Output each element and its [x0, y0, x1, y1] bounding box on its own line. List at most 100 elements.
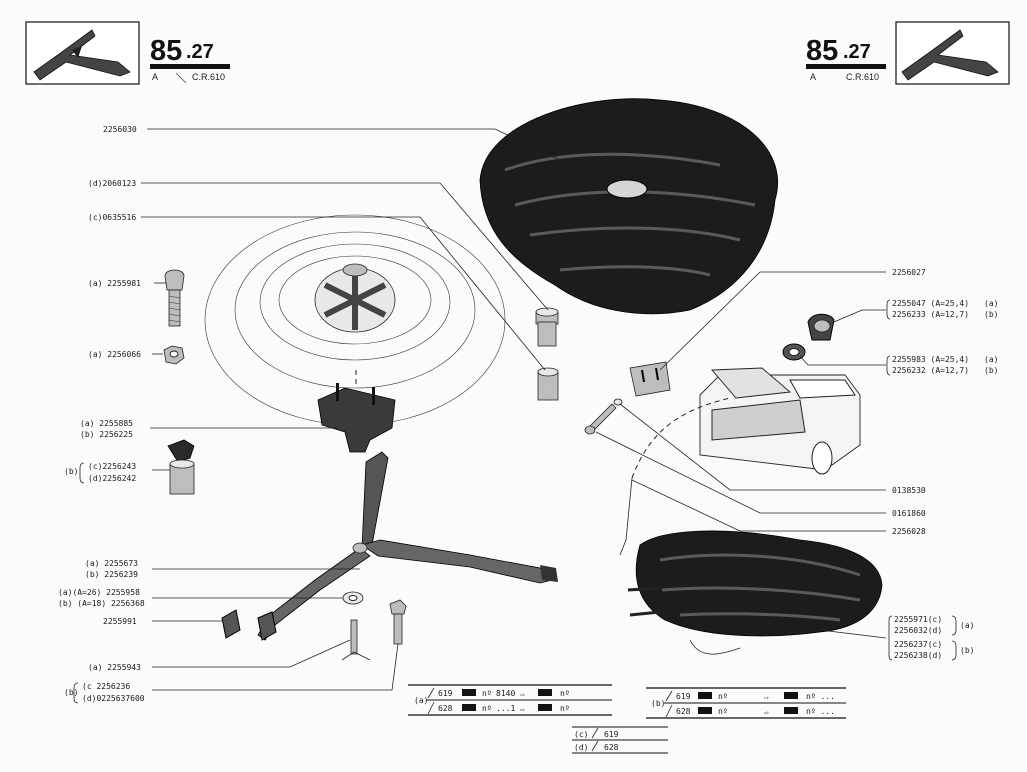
- label-2256233-tag: (b): [984, 310, 998, 319]
- leader-2256028: [631, 479, 886, 532]
- label-0138530: 0138530: [892, 486, 926, 495]
- knob-2255047: [807, 313, 835, 341]
- wheel-bracket-stud-1: [336, 383, 339, 401]
- label-0225637600-d: (d)0225637600: [82, 694, 145, 703]
- leader-2255983: [799, 355, 886, 366]
- rod-2256028-line: [619, 477, 633, 556]
- header-right-code-cr: C.R.610: [846, 72, 879, 82]
- tool-bag-handles: [627, 586, 661, 617]
- table-a-row2-chassis-icon-2: [538, 704, 552, 711]
- table-b-row2-no2: nº ...: [806, 707, 835, 716]
- header-right-number-sub: .27: [843, 41, 871, 63]
- table-cd-c-slash: [591, 727, 599, 739]
- table-b-row1-no2: nº ...: [806, 692, 835, 701]
- wheel-nut-0635516: [537, 367, 559, 401]
- label-2255047-tag: (a): [984, 299, 998, 308]
- pad-2255991: [221, 609, 277, 641]
- label-2256225-b: (b) 2256225: [80, 430, 133, 439]
- tool-bag: [627, 530, 883, 655]
- leader-2255943: [152, 639, 351, 668]
- spare-wheel-rim: [259, 243, 451, 361]
- table-b-row2-arrow-icon: ⇨: [764, 708, 769, 717]
- header-right-number: 85: [806, 35, 838, 67]
- nut-2256066: [163, 345, 185, 365]
- jack-arm-left: [257, 547, 371, 641]
- label-2256236-c: (c 2256236: [82, 682, 130, 691]
- header-right-thumbnail-jack: [901, 29, 999, 81]
- wheel-cover: [479, 98, 779, 315]
- table-a-row1-arrow-icon: ⇨: [520, 690, 525, 699]
- spare-wheel-tyre-inner: [234, 231, 476, 389]
- label-2255971: 2255971(c): [894, 615, 942, 624]
- leader-2256030: [147, 128, 561, 161]
- wheel-cover-body: [479, 98, 779, 315]
- tool-bag-strings: [689, 639, 741, 655]
- spare-wheel-center: [342, 263, 368, 277]
- label-2256027: 2256027: [892, 268, 926, 277]
- label-2256243-c: (c)2256243: [88, 462, 136, 471]
- label-2256236-b: (b): [64, 688, 78, 697]
- table-cd-c-val: 619: [604, 730, 619, 739]
- wheel-nut-2060123-top: [535, 307, 559, 317]
- label-2256030: 2256030: [103, 125, 137, 134]
- table-a-tag: (a): [414, 696, 428, 705]
- wheel-nut-2060123-body: [537, 321, 557, 347]
- label-2256066: (a) 2256066: [88, 350, 141, 359]
- label-2256243-b: (b): [64, 467, 78, 476]
- label-bag-a: (a): [960, 621, 974, 630]
- label-0635516: (c)0635516: [88, 213, 136, 222]
- label-2255673-a: (a) 2255673: [85, 559, 138, 568]
- sleeve-2256243-top: [169, 459, 195, 469]
- spare-wheel: [204, 214, 506, 426]
- jack: [257, 451, 558, 641]
- label-2255885-a: (a) 2255885: [80, 419, 133, 428]
- leader-2256027: [659, 271, 886, 371]
- header-left-thumbnail-tool: [72, 46, 82, 58]
- car-trunk-lid: [711, 367, 792, 399]
- table-a-row2-val: ...1: [496, 704, 515, 713]
- wheel-bracket-body: [317, 387, 396, 453]
- header-right-bar: [806, 64, 886, 69]
- label-2255983: 2255983 (A=25,4): [892, 355, 969, 364]
- header-left-code-cr: C.R.610: [192, 72, 225, 82]
- table-b-row2-chassis-icon: [698, 707, 712, 714]
- screw-2256236-shank: [393, 613, 403, 645]
- rod-2256028-dash: [631, 397, 731, 479]
- bolt-2255981-head: [164, 269, 185, 291]
- label-2256028: 2256028: [892, 527, 926, 536]
- table-a-row2-no: nº: [482, 704, 492, 713]
- table-b-row2-chassis-icon-2: [784, 707, 798, 714]
- label-2255958-a: (a)(A=26) 2255958: [58, 588, 140, 597]
- tool-bag-body: [635, 530, 883, 637]
- leader-0161860: [595, 431, 886, 514]
- tool-bag-folds: [659, 553, 861, 622]
- label-2060123: (d)2060123: [88, 179, 136, 188]
- table-a-row1-no: nº: [482, 689, 492, 698]
- header-left-thumbnail-jack: [33, 29, 131, 81]
- pad-2255991-1: [221, 609, 241, 639]
- table-a-row1-val: 8140: [496, 689, 515, 698]
- jack-upright: [361, 451, 389, 549]
- table-a-row1-model: 619: [438, 689, 453, 698]
- table-b-tag: (b): [651, 699, 665, 708]
- spare-wheel-rim-inner: [278, 255, 432, 345]
- washer-0138530-ring: [613, 398, 623, 406]
- jack-foot: [540, 565, 558, 582]
- leader-2256236: [152, 643, 399, 691]
- clamp-2256027-slots: [641, 367, 659, 383]
- washer-2255983-hole: [788, 348, 800, 356]
- table-b-row1-arrow-icon: ⇨: [764, 693, 769, 702]
- label-0161860: 0161860: [892, 509, 926, 518]
- washer-2255958-hole: [348, 595, 358, 601]
- sleeve-2256243-key: [167, 439, 195, 463]
- header-left-number: 85: [150, 35, 182, 67]
- leader-0635516: [141, 216, 546, 371]
- pin-2255943-shank: [350, 619, 358, 655]
- table-a-slash-2: [427, 701, 435, 715]
- table-b-row2-model: 628: [676, 707, 691, 716]
- spare-wheel-spokes: [323, 270, 387, 330]
- leader-bag: [819, 629, 887, 639]
- leader-2255047: [833, 309, 886, 323]
- clamp-2256027: [629, 361, 671, 397]
